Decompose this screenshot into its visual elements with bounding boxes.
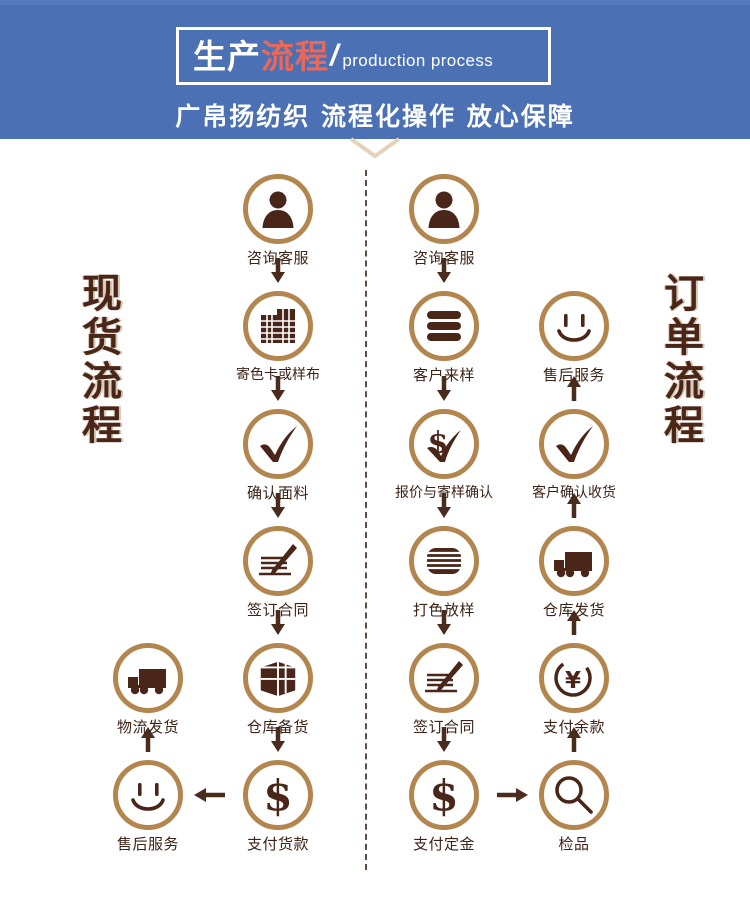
person-icon [248, 179, 308, 239]
node-stock-warehouse-prep[interactable]: 仓库备货 [226, 643, 330, 737]
node-label: 物流发货 [116, 718, 179, 736]
node-order-customer-receipt[interactable]: 客户确认收货 [522, 409, 626, 502]
arrow-down-icon [269, 258, 287, 284]
node-circle [539, 643, 609, 713]
truck-icon [118, 648, 178, 708]
checkmark-icon [248, 414, 308, 474]
box-package-icon [248, 648, 308, 708]
node-order-consult[interactable]: 咨询客服 [392, 174, 496, 268]
arrow-down-icon [269, 376, 287, 402]
node-stock-confirm-fabric[interactable]: 确认面料 [226, 409, 330, 503]
node-circle [409, 291, 479, 361]
magnifier-icon [544, 765, 604, 825]
node-order-inspection[interactable]: 检品 [522, 760, 626, 854]
node-label: 客户确认收货 [532, 485, 616, 501]
node-order-warehouse-ship[interactable]: 仓库发货 [522, 526, 626, 620]
checkmark-icon [544, 414, 604, 474]
title-cn-part2: 流程 [261, 36, 329, 76]
arrow-down-icon [435, 493, 453, 519]
node-circle [243, 760, 313, 830]
arrow-down-icon [269, 493, 287, 519]
node-circle [409, 526, 479, 596]
column-divider [365, 170, 367, 870]
node-label: 支付余款 [542, 718, 605, 736]
node-circle [539, 291, 609, 361]
node-order-sign-contract[interactable]: 签订合同 [392, 643, 496, 737]
node-stock-after-sales[interactable]: 售后服务 [96, 760, 200, 854]
striped-swatch-icon [414, 531, 474, 591]
node-label: 客户来样 [412, 366, 475, 384]
node-label: 支付货款 [246, 835, 309, 853]
node-circle [539, 409, 609, 479]
dollar-check-icon [414, 414, 474, 474]
yen-icon [544, 648, 604, 708]
arrow-down-icon [269, 610, 287, 636]
title-slash: / [330, 39, 339, 72]
node-circle [113, 760, 183, 830]
node-label: 支付定金 [412, 835, 475, 853]
node-label: 检品 [558, 835, 590, 853]
title-en: production process [342, 50, 494, 70]
node-label: 仓库发货 [542, 601, 605, 619]
dollar-icon [414, 765, 474, 825]
contract-pen-icon [248, 531, 308, 591]
node-label: 售后服务 [116, 835, 179, 853]
arrow-down-icon [435, 376, 453, 402]
fabric-swatch-grid-icon [248, 296, 308, 356]
node-stock-send-swatch[interactable]: 寄色卡或样布 [226, 291, 330, 384]
node-order-pay-balance[interactable]: 支付余款 [522, 643, 626, 737]
node-stock-consult[interactable]: 咨询客服 [226, 174, 330, 268]
node-order-customer-sample[interactable]: 客户来样 [392, 291, 496, 385]
title-box: 生产流程/production process [176, 27, 551, 85]
node-order-after-sales[interactable]: 售后服务 [522, 291, 626, 385]
node-circle [409, 643, 479, 713]
node-order-color-sampling[interactable]: 打色放样 [392, 526, 496, 620]
node-order-pay-deposit[interactable]: 支付定金 [392, 760, 496, 854]
fabric-stack-icon [414, 296, 474, 356]
node-circle [243, 291, 313, 361]
node-stock-sign-contract[interactable]: 签订合同 [226, 526, 330, 620]
title-cn-part1: 生产 [193, 36, 261, 76]
right-flow-title: 订单流程 [657, 272, 703, 448]
header-banner: 生产流程/production process 广帛扬纺织 流程化操作 放心保障 [0, 0, 750, 139]
node-order-quote-confirm[interactable]: 报价与寄样确认 [392, 409, 496, 502]
node-circle [243, 409, 313, 479]
node-circle [539, 760, 609, 830]
node-circle [113, 643, 183, 713]
arrow-down-icon [269, 727, 287, 753]
smiley-icon [118, 765, 178, 825]
arrow-down-icon [435, 727, 453, 753]
arrow-down-icon [435, 610, 453, 636]
node-circle [409, 409, 479, 479]
node-stock-logistics-ship[interactable]: 物流发货 [96, 643, 200, 737]
node-stock-pay-goods[interactable]: 支付货款 [226, 760, 330, 854]
node-circle [539, 526, 609, 596]
dollar-icon [248, 765, 308, 825]
arrow-down-icon [435, 258, 453, 284]
truck-icon [544, 531, 604, 591]
node-circle [409, 174, 479, 244]
node-circle [243, 526, 313, 596]
node-label: 寄色卡或样布 [236, 367, 320, 383]
contract-pen-icon [414, 648, 474, 708]
node-label: 售后服务 [542, 366, 605, 384]
smiley-icon [544, 296, 604, 356]
chevron-down-icon [349, 137, 401, 159]
left-flow-title: 现货流程 [75, 272, 121, 448]
node-circle [243, 174, 313, 244]
header-subtitle: 广帛扬纺织 流程化操作 放心保障 [175, 102, 575, 131]
person-icon [414, 179, 474, 239]
node-circle [409, 760, 479, 830]
node-circle [243, 643, 313, 713]
